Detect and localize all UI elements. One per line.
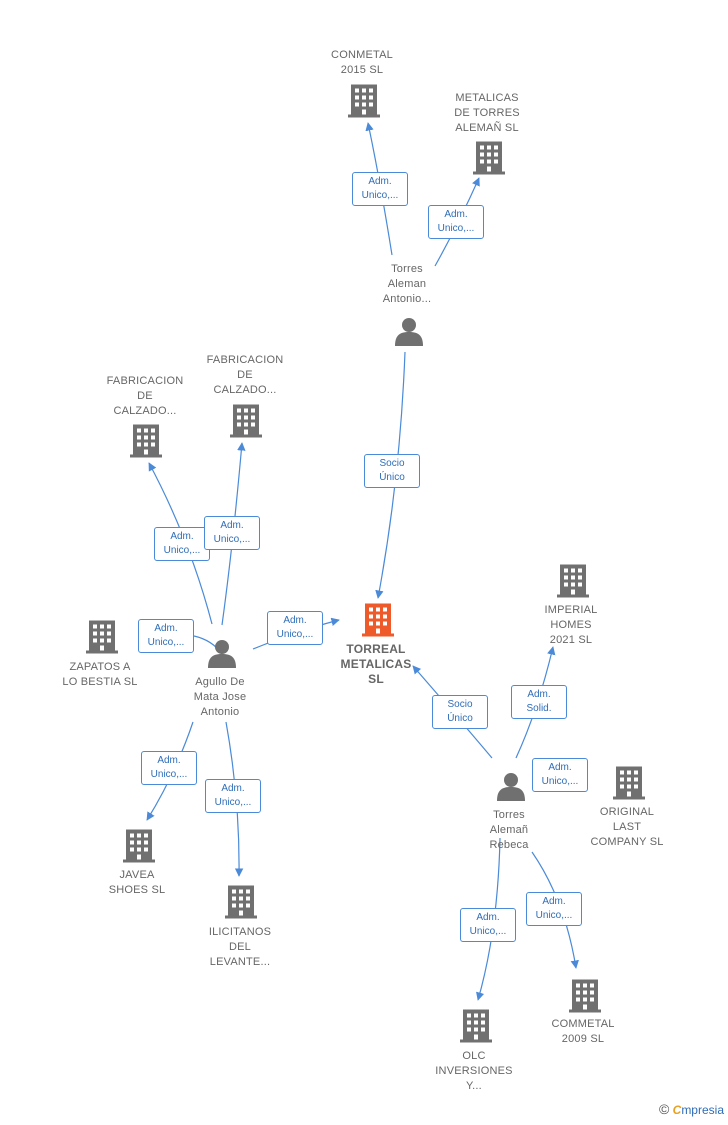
brand-initial: C — [672, 1103, 682, 1117]
edge-label-agullo-javea[interactable]: Adm. Unico,... — [141, 751, 197, 785]
building-icon-commetal2009[interactable] — [569, 979, 601, 1013]
building-icon-fabcalzado1[interactable] — [130, 424, 162, 458]
building-icon-center[interactable] — [362, 603, 394, 637]
building-icon-zapatos[interactable] — [86, 620, 118, 654]
node-label-agullo[interactable]: Agullo De Mata Jose Antonio — [193, 676, 247, 718]
node-label-olc[interactable]: OLC INVERSIONES Y... — [435, 1050, 513, 1092]
node-label-imperial[interactable]: IMPERIAL HOMES 2021 SL — [544, 604, 598, 646]
edge-label-agullo-zapatos[interactable]: Adm. Unico,... — [138, 619, 194, 653]
person-icon-rebeca[interactable] — [497, 773, 525, 801]
edge-label-rebeca-olc[interactable]: Adm. Unico,... — [460, 908, 516, 942]
edge-label-rebeca-original[interactable]: Adm. Unico,... — [532, 758, 588, 792]
node-label-original[interactable]: ORIGINAL LAST COMPANY SL — [590, 806, 664, 848]
edge-label-rebeca-center[interactable]: Socio Único — [432, 695, 488, 729]
node-label-center[interactable]: TORREAL METALICAS SL — [340, 642, 412, 686]
edge-label-rebeca-commetal2009[interactable]: Adm. Unico,... — [526, 892, 582, 926]
node-label-zapatos[interactable]: ZAPATOS A LO BESTIA SL — [62, 661, 138, 688]
node-label-rebeca[interactable]: Torres Alemañ Rebeca — [489, 809, 529, 851]
building-icon-imperial[interactable] — [557, 564, 589, 598]
building-icon-olc[interactable] — [460, 1009, 492, 1043]
node-label-fabcalzado2[interactable]: FABRICACION DE CALZADO... — [206, 354, 284, 396]
edge-label-agullo-center[interactable]: Adm. Unico,... — [267, 611, 323, 645]
edge-label-torresantonio-metalicastorres[interactable]: Adm. Unico,... — [428, 205, 484, 239]
building-icon-conmetal2015[interactable] — [348, 84, 380, 118]
person-icon-torresantonio[interactable] — [395, 318, 423, 346]
edge-label-agullo-ilicitanos[interactable]: Adm. Unico,... — [205, 779, 261, 813]
building-icon-ilicitanos[interactable] — [225, 885, 257, 919]
brand-name: mpresia — [681, 1103, 724, 1117]
copyright-symbol: © — [658, 1101, 670, 1117]
building-icon-original[interactable] — [613, 766, 645, 800]
brand-footer: © Cmpresia — [659, 1101, 724, 1117]
building-icon-metalicastorres[interactable] — [473, 141, 505, 175]
building-icon-fabcalzado2[interactable] — [230, 404, 262, 438]
node-label-ilicitanos[interactable]: ILICITANOS DEL LEVANTE... — [208, 926, 272, 968]
building-icon-javea[interactable] — [123, 829, 155, 863]
edge-label-rebeca-imperial[interactable]: Adm. Solid. — [511, 685, 567, 719]
edge-label-agullo-fabcalzado2[interactable]: Adm. Unico,... — [204, 516, 260, 550]
node-label-fabcalzado1[interactable]: FABRICACION DE CALZADO... — [106, 375, 184, 417]
node-label-torresantonio[interactable]: Torres Aleman Antonio... — [382, 263, 432, 305]
edge-label-torresantonio-conmetal2015[interactable]: Adm. Unico,... — [352, 172, 408, 206]
edge-label-torresantonio-center[interactable]: Socio Único — [364, 454, 420, 488]
node-label-commetal2009[interactable]: COMMETAL 2009 SL — [551, 1018, 615, 1045]
node-label-metalicastorres[interactable]: METALICAS DE TORRES ALEMAÑ SL — [454, 92, 520, 134]
edge-label-agullo-fabcalzado1[interactable]: Adm. Unico,... — [154, 527, 210, 561]
node-label-javea[interactable]: JAVEA SHOES SL — [108, 869, 166, 896]
node-label-conmetal2015[interactable]: CONMETAL 2015 SL — [331, 49, 393, 76]
